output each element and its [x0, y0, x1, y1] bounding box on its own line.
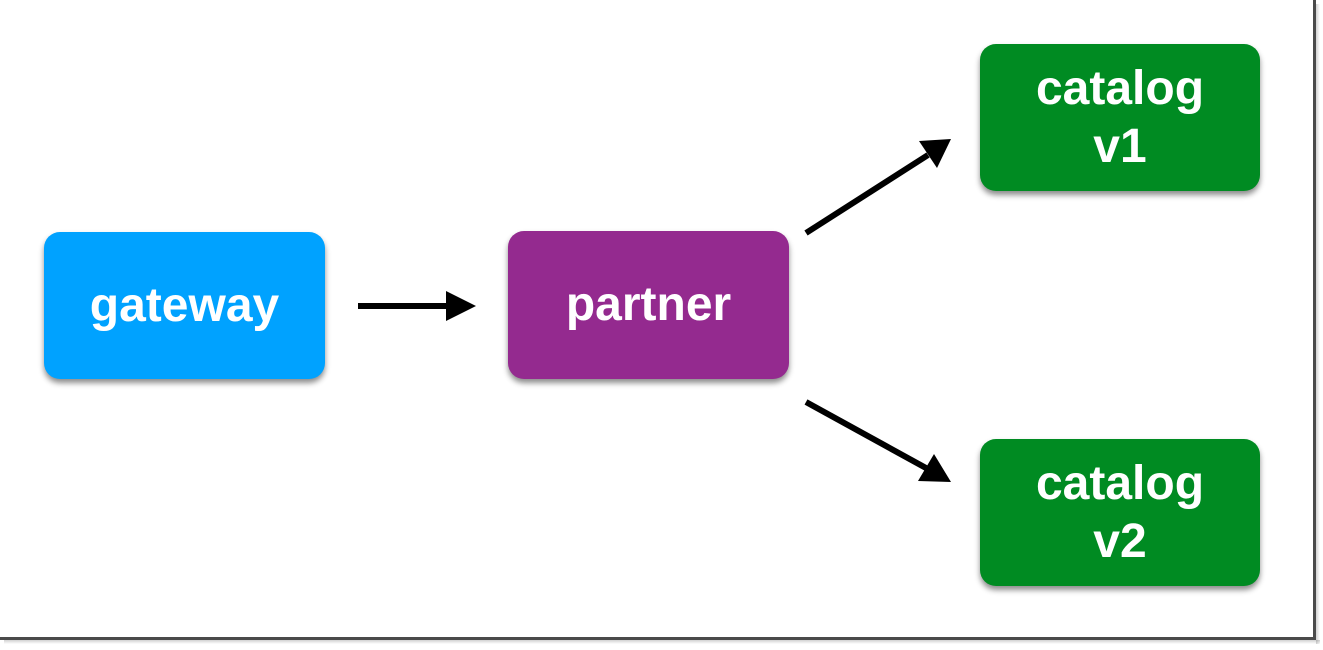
- arrowhead-icon: [446, 291, 476, 321]
- arrowhead-icon: [918, 454, 951, 482]
- node-label: partner: [565, 278, 732, 332]
- node-label: gateway: [89, 278, 280, 332]
- edge-gateway-to-partner: [358, 291, 476, 321]
- node-partner: partner: [508, 231, 789, 379]
- arrowhead-icon: [919, 139, 951, 168]
- node-label-line-1: catalog: [1035, 456, 1205, 510]
- node-catalog-v2: catalog v2: [980, 439, 1260, 586]
- frame-border-right: [1313, 0, 1316, 640]
- frame-shadow: [1316, 4, 1320, 644]
- frame-border-bottom: [0, 637, 1316, 640]
- node-label-line-2: v2: [1093, 514, 1147, 568]
- edge-partner-to-catalog-v2: [804, 399, 951, 482]
- frame-shadow: [4, 640, 1320, 644]
- node-label-line-2: v1: [1093, 119, 1147, 173]
- node-catalog-v1: catalog v1: [980, 44, 1260, 191]
- node-label-line-1: catalog: [1035, 61, 1205, 115]
- edge-partner-to-catalog-v1: [804, 139, 951, 236]
- node-gateway: gateway: [44, 232, 325, 379]
